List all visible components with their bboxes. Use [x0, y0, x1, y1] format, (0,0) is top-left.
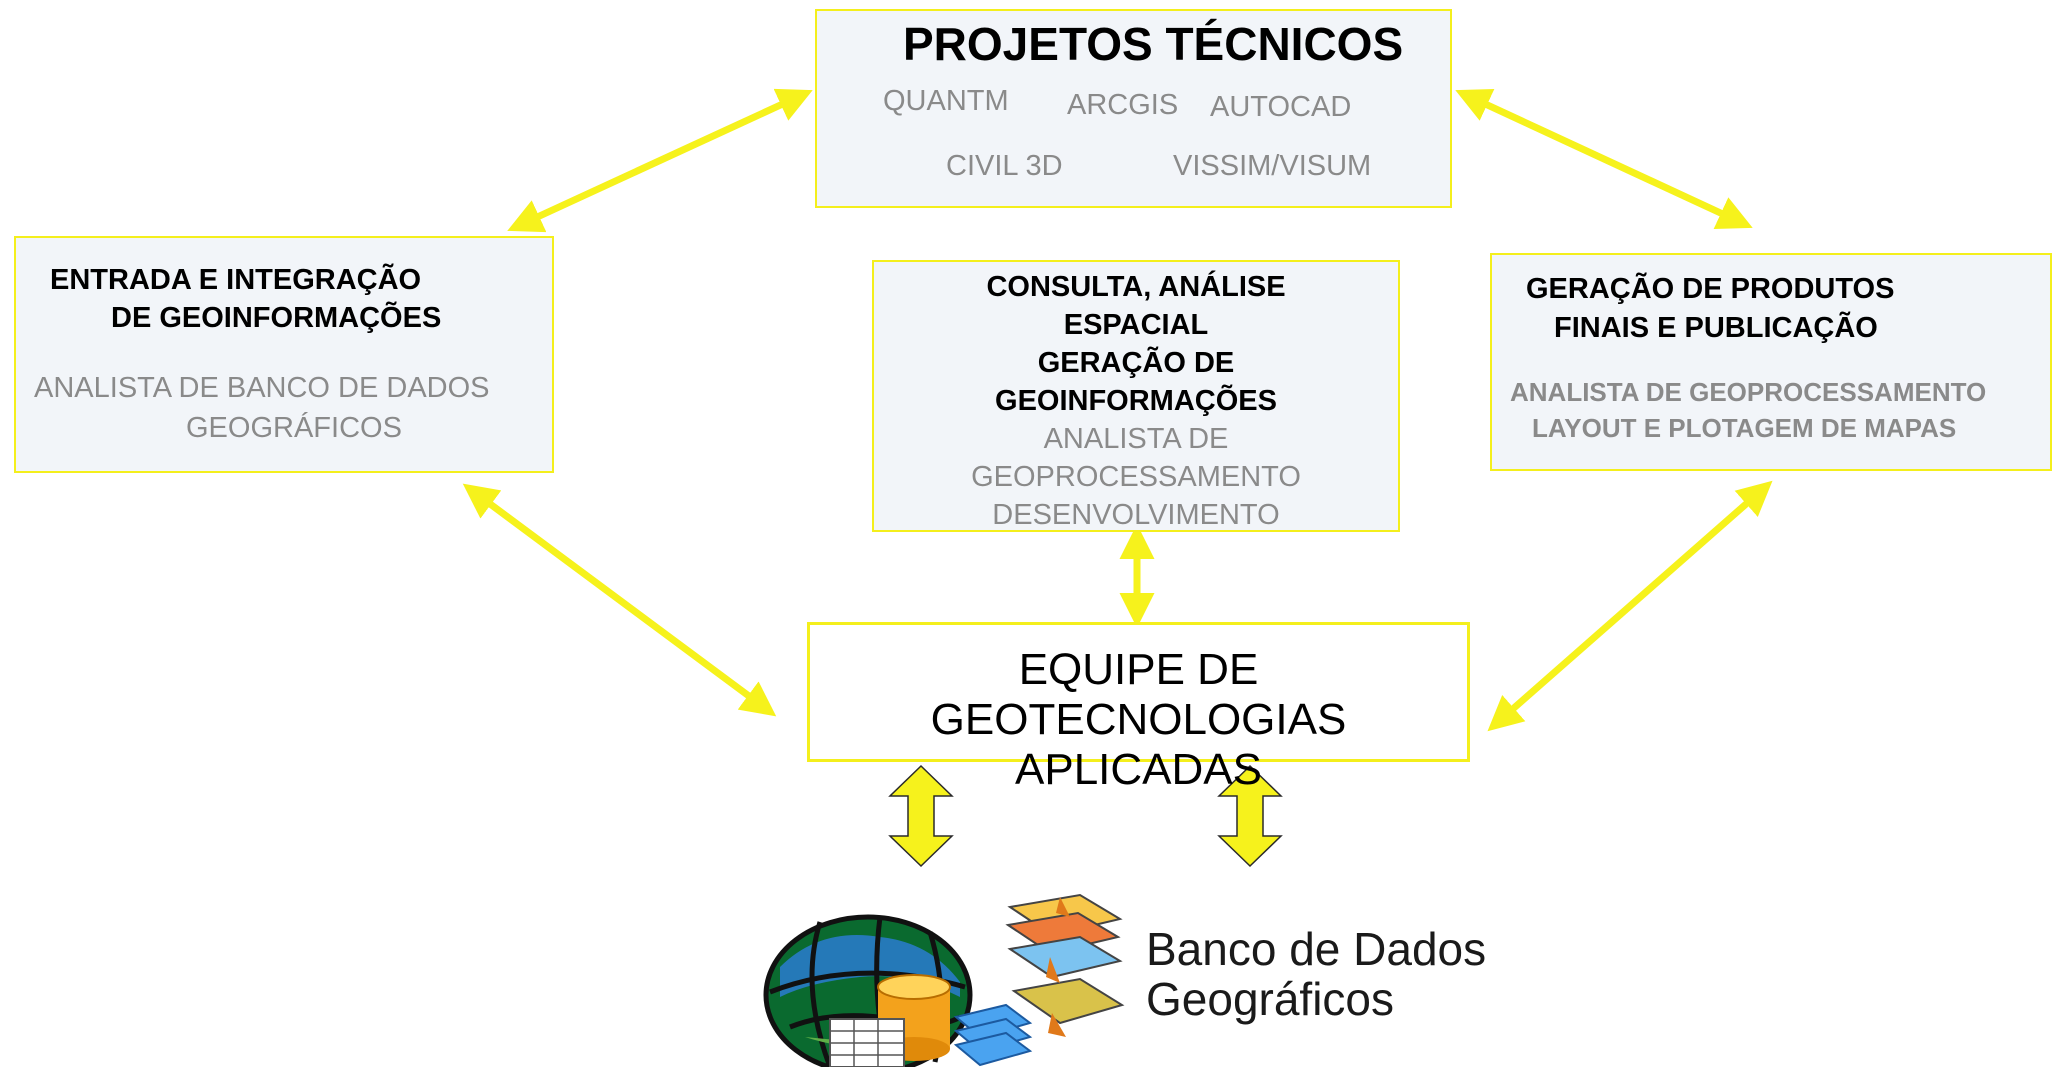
spatial-analysis-title-line-2: ESPACIAL [1063, 309, 1209, 341]
geodatabase-icon [763, 893, 1125, 1067]
technical-projects-title: PROJETOS TÉCNICOS [903, 18, 1404, 70]
tool-autocad: AUTOCAD [1210, 91, 1352, 123]
layer-stack-icon [953, 1003, 1033, 1067]
spatial-analysis-title-line-3: GERAÇÃO DE [1037, 347, 1235, 379]
geotech-team-box: EQUIPE DE GEOTECNOLOGIAS APLICADAS [807, 622, 1470, 794]
tool-civil-3d: CIVIL 3D [946, 150, 1063, 182]
data-input-role-line-2: GEOGRÁFICOS [186, 412, 402, 444]
spatial-analysis-role-line-2: GEOPROCESSAMENTO [971, 461, 1301, 493]
tool-arcgis: ARCGIS [1067, 89, 1179, 121]
spatial-analysis-role-line-3: DESENVOLVIMENTO [992, 499, 1280, 531]
spatial-analysis-box: CONSULTA, ANÁLISE ESPACIAL GERAÇÃO DE GE… [872, 260, 1400, 532]
geotech-team-text: EQUIPE DE GEOTECNOLOGIAS APLICADAS [810, 645, 1467, 795]
arrow-top-right [1455, 88, 1753, 230]
data-input-box: ENTRADA E INTEGRAÇÃO DE GEOINFORMAÇÕES A… [14, 236, 554, 473]
arrow-right-hub [1487, 480, 1773, 732]
geotech-team-line-1: EQUIPE DE GEOTECNOLOGIAS [930, 645, 1347, 744]
geodatabase-label-line-1: Banco de Dados [1146, 923, 1487, 975]
data-input-title-line-2: DE GEOINFORMAÇÕES [111, 302, 442, 334]
geotech-team-line-2: APLICADAS [1015, 745, 1262, 794]
technical-projects-box: PROJETOS TÉCNICOS QUANTM ARCGIS AUTOCAD … [815, 9, 1452, 208]
table-icon [829, 1018, 905, 1067]
spatial-analysis-text: CONSULTA, ANÁLISE ESPACIAL GERAÇÃO DE GE… [874, 268, 1398, 534]
final-products-title-line-2: FINAIS E PUBLICAÇÃO [1554, 312, 1878, 344]
geodatabase-label: Banco de Dados Geográficos [1146, 923, 1487, 1025]
block-arrow-right [1217, 764, 1283, 868]
tool-vissim-visum: VISSIM/VISUM [1173, 150, 1372, 182]
block-arrow-left [888, 764, 954, 868]
final-products-role-line-1: ANALISTA DE GEOPROCESSAMENTO [1510, 377, 1987, 407]
final-products-role-line-2: LAYOUT E PLOTAGEM DE MAPAS [1532, 413, 1957, 443]
map-layers-icon [1005, 893, 1125, 1037]
arrow-left-top [507, 88, 813, 233]
geodatabase-label-line-2: Geográficos [1146, 972, 1395, 1025]
data-input-title-line-1: ENTRADA E INTEGRAÇÃO [50, 264, 422, 296]
spatial-analysis-title-line-4: GEOINFORMAÇÕES [995, 385, 1277, 417]
spatial-analysis-role-line-1: ANALISTA DE [1043, 423, 1229, 455]
spatial-analysis-title-line-1: CONSULTA, ANÁLISE [986, 271, 1286, 303]
final-products-title-line-1: GERAÇÃO DE PRODUTOS [1526, 273, 1895, 305]
tool-quantm: QUANTM [883, 85, 1009, 117]
data-input-role-line-1: ANALISTA DE BANCO DE DADOS [34, 372, 490, 404]
arrow-left-hub [462, 483, 777, 717]
final-products-box: GERAÇÃO DE PRODUTOS FINAIS E PUBLICAÇÃO … [1490, 253, 2052, 471]
